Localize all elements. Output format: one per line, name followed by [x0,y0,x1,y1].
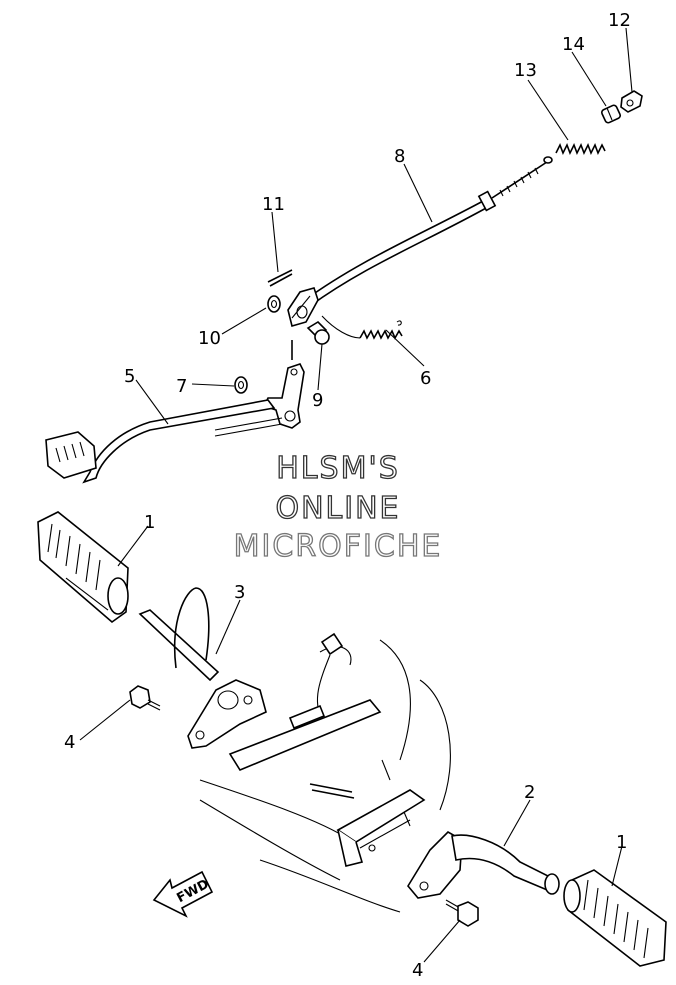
callout-4-left: 4 [64,732,75,753]
bolt-right [445,899,479,927]
cotter-pin [267,269,293,287]
callout-14: 14 [562,34,585,55]
callout-3: 3 [234,582,245,603]
footrest-left [37,511,129,624]
return-spring [321,315,403,340]
watermark-line-1: HLSM'S [276,451,400,486]
clevis-pin [306,320,330,345]
washer-7 [234,376,248,394]
adjuster-spring [555,143,606,155]
callout-11: 11 [262,194,285,215]
watermark-line-2: ONLINE [275,491,400,526]
brake-cable [304,156,553,307]
leader-lines [79,27,633,963]
callout-7: 7 [176,376,187,397]
frame-outline [199,632,451,913]
fwd-arrow-icon: FWD [152,870,214,918]
callout-9: 9 [312,390,323,411]
callout-12: 12 [608,10,631,31]
callout-1-bottom: 1 [616,832,627,853]
callout-2: 2 [524,782,535,803]
callout-4-bottom: 4 [412,960,423,981]
watermark-line-3: MICROFICHE [234,529,443,564]
bolt-left [129,685,161,711]
washer-10 [267,295,281,313]
watermark: HLSM'S ONLINE MICROFICHE [233,450,443,564]
callout-5: 5 [124,366,135,387]
brake-pedal [45,340,305,484]
wing-nut [620,90,643,113]
callout-8: 8 [394,146,405,167]
callout-labels: 12 14 13 8 11 10 6 9 7 5 1 3 4 2 1 4 [64,10,631,981]
footrest-bracket-right [407,831,560,899]
footrest-bracket-left [138,587,267,749]
callout-1-top: 1 [144,512,155,533]
adjuster-nut [600,104,622,124]
callout-6: 6 [420,368,431,389]
callout-10: 10 [198,328,221,349]
cable-joint [287,287,319,327]
callout-13: 13 [514,60,537,81]
footrest-right [563,869,667,967]
